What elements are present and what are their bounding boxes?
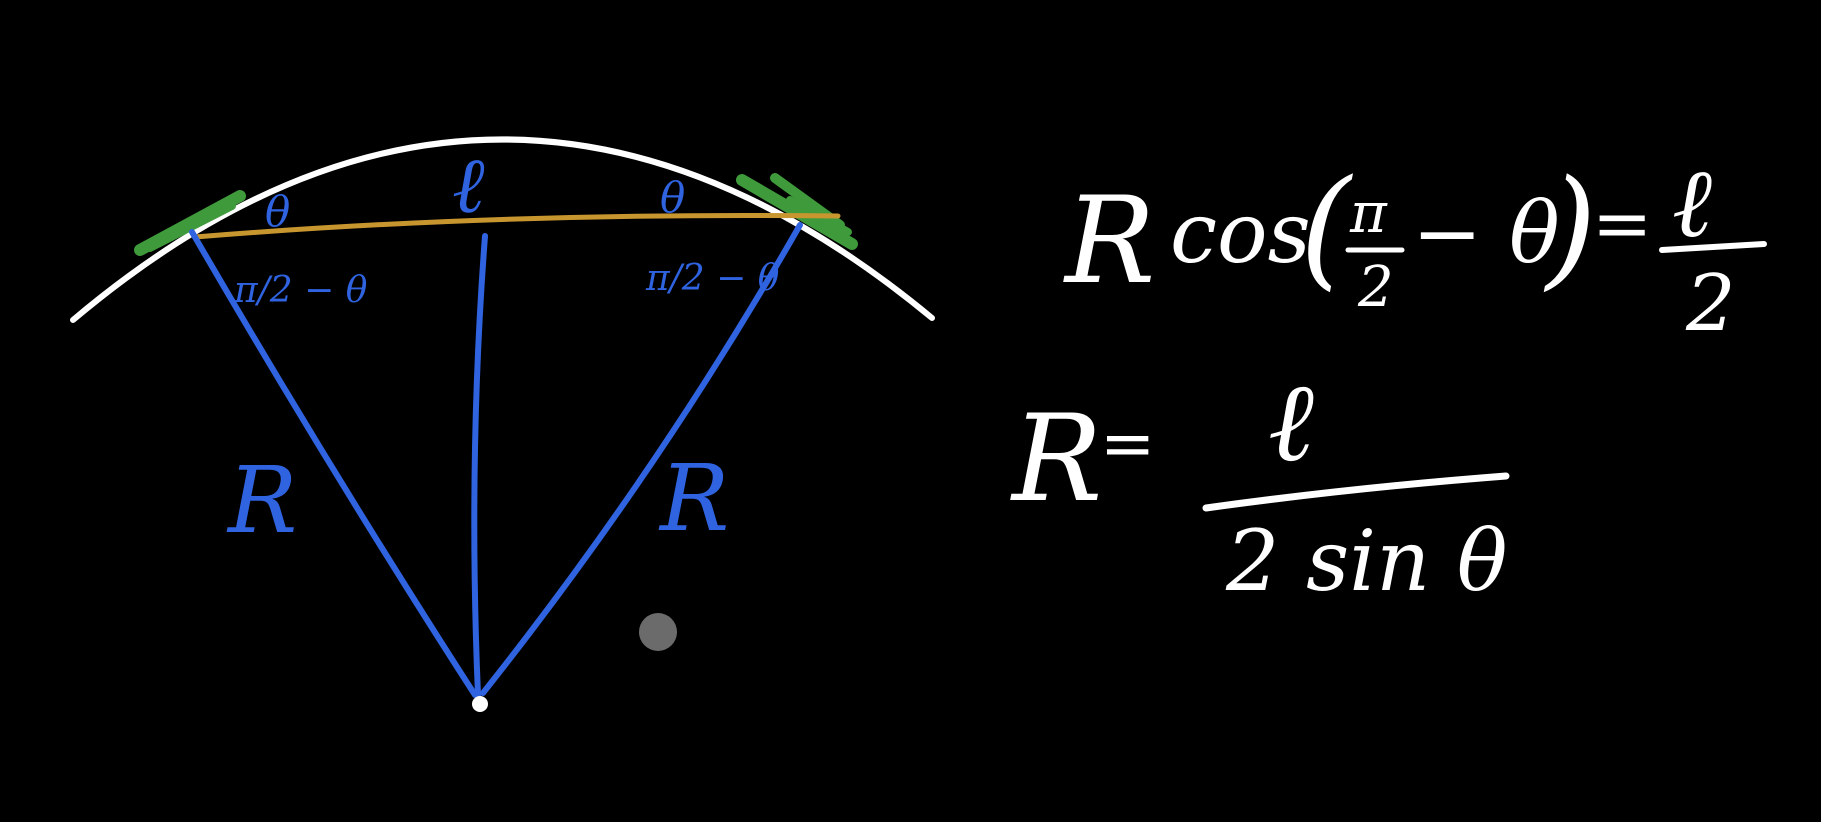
eq2-lhs-variable: R xyxy=(1010,390,1102,529)
left-radius-line xyxy=(189,229,478,698)
center-perpendicular-line xyxy=(471,233,488,698)
eq1-pi-denominator: 2 xyxy=(1357,255,1394,320)
equation-1: R cos ( π 2 − θ ) = ℓ 2 xyxy=(1063,147,1767,349)
right-radius-label: R xyxy=(658,445,729,552)
pointer-dot xyxy=(639,613,677,651)
left-angle-theta-label: θ xyxy=(265,187,290,236)
eq1-minus-theta: − θ xyxy=(1412,184,1560,282)
left-tangent-mark xyxy=(134,190,246,256)
eq1-rhs-denominator: 2 xyxy=(1685,259,1736,349)
eq1-rhs-fraction-bar xyxy=(1659,241,1767,253)
left-radius-label: R xyxy=(226,447,297,554)
eq1-close-paren: ) xyxy=(1543,151,1597,303)
eq2-equals-sign: = xyxy=(1100,405,1155,482)
right-angle-theta-label: θ xyxy=(660,173,685,222)
chord-line xyxy=(192,212,841,240)
eq1-cos-function: cos xyxy=(1170,184,1311,282)
eq1-rhs-numerator: ℓ xyxy=(1672,147,1712,259)
eq2-denominator: 2 sin θ xyxy=(1225,512,1508,610)
right-radius-line xyxy=(480,222,803,696)
eq1-equals-sign: = xyxy=(1592,181,1652,265)
eq1-lhs-variable: R xyxy=(1063,172,1155,311)
circle-arc xyxy=(70,136,935,323)
eq2-fraction-bar xyxy=(1202,472,1510,512)
eq1-open-paren: ( xyxy=(1300,151,1353,303)
left-complement-angle-label: π/2 − θ xyxy=(233,270,368,311)
circle-center-point xyxy=(472,696,488,712)
eq1-pi-numerator: π xyxy=(1349,181,1388,246)
right-complement-angle-label: π/2 − θ xyxy=(645,258,780,299)
eq2-numerator: ℓ xyxy=(1268,358,1314,486)
chord-length-label: ℓ xyxy=(452,141,485,231)
equation-2: R = ℓ 2 sin θ xyxy=(1010,358,1510,610)
